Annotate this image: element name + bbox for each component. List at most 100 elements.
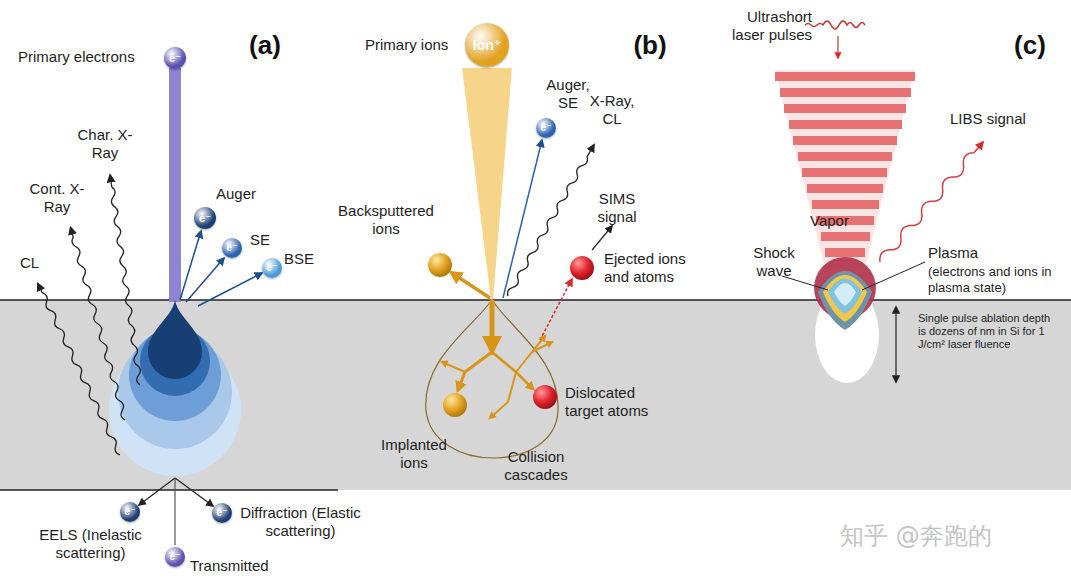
signal-label: LIBS signal [950, 110, 1050, 128]
laser-beam [775, 70, 915, 268]
node-text: e⁻ [169, 53, 181, 64]
implanted-ion [443, 393, 467, 417]
panel-letter: (a) [240, 30, 290, 61]
cascade-volume [426, 300, 558, 458]
signal-label: CL [20, 254, 50, 272]
laser-stripes [775, 72, 915, 257]
laser-stripe [789, 120, 902, 129]
substrate [0, 300, 1071, 490]
node-text: e⁻ [267, 263, 278, 273]
shock-wave [818, 271, 872, 330]
eels-arrow [139, 478, 175, 505]
particle-label: Backsputtered ions [330, 202, 442, 238]
signal-label: SE [250, 231, 280, 249]
signal-label: Auger [216, 185, 276, 203]
signal-label: Diffraction (Elastic scattering) [228, 504, 373, 540]
laser-stripe [821, 232, 870, 241]
signal-label: SIMS signal [588, 190, 646, 226]
beam-label: Primary ions [365, 36, 465, 54]
plasma-core [828, 279, 862, 315]
plasma-layer [823, 275, 867, 322]
cascade-track [442, 362, 465, 372]
panel-letter: (b) [625, 30, 675, 61]
cascade-track [490, 372, 516, 418]
laser-stripe [798, 152, 892, 161]
beam-label: Primary electrons [18, 48, 158, 66]
interaction-volume [148, 300, 202, 379]
node-text: Ion⁺ [473, 38, 501, 52]
cascade-track [516, 342, 552, 372]
laser-stripe [802, 168, 887, 177]
electron-beam [169, 68, 181, 302]
depth-note: Single pulse ablation depth is dozens of… [918, 312, 1053, 352]
signal-label: Auger, SE [540, 76, 596, 112]
laser-pulse [805, 21, 865, 29]
particle-label: Dislocated target atoms [565, 384, 665, 420]
backsputtered-ion [428, 253, 452, 277]
node-text: e⁻ [227, 243, 238, 253]
depth-arrow [895, 307, 896, 382]
xray-wave [506, 143, 596, 297]
signal-label: Transmitted [190, 557, 290, 575]
electron-ball: e⁻ [536, 118, 556, 138]
laser-stripe [812, 200, 879, 209]
beam-label: Ultrashort laser pulses [712, 8, 812, 44]
ion-ball: Ion⁺ [465, 23, 509, 67]
laser-stripe [793, 136, 897, 145]
cascade-track [532, 336, 545, 352]
xray-wave [68, 227, 127, 421]
pulse-arrow [837, 36, 838, 58]
process-label: Collision cascades [494, 448, 578, 484]
laser-stripe [825, 248, 865, 257]
laser-stripe [807, 184, 883, 193]
particle-label: Ejected ions and atoms [604, 250, 709, 286]
region-label: Shock wave [748, 244, 800, 280]
backsputter-arrow [452, 273, 490, 298]
electron-ball: e⁻ [262, 258, 282, 278]
node-text: e⁻ [199, 213, 211, 224]
diffraction-arrow [175, 478, 213, 506]
dislocated-atom [533, 385, 557, 409]
ejection-arrow [540, 279, 572, 340]
node-text: e⁻ [125, 507, 136, 517]
auger-se-arrow [503, 140, 542, 298]
thin-film-bottom [0, 489, 338, 490]
laser-stripe [775, 72, 915, 81]
watermark: 知乎 @奔跑的 [840, 522, 1065, 551]
particle-label: Implanted ions [372, 436, 456, 472]
node-text: e⁻ [170, 552, 181, 562]
region-note: (electrons and ions in plasma state) [928, 264, 1058, 295]
plasma-core [834, 283, 856, 306]
signal-label: Char. X-Ray [76, 126, 134, 162]
signal-label: EELS (Inelastic scattering) [8, 526, 173, 562]
node-text: e⁻ [541, 123, 552, 133]
node-text: e⁻ [217, 508, 228, 518]
ejected-atom [570, 256, 594, 280]
electron-ball: e⁻ [222, 238, 242, 258]
bse-arrow [198, 273, 262, 306]
signal-label: X-Ray, CL [583, 92, 641, 128]
electron-ball: e⁻ [165, 547, 185, 567]
cascade-track [490, 300, 495, 350]
panel-letter: (c) [1005, 30, 1055, 61]
electron-ball: e⁻ [120, 502, 140, 522]
ion-beam [462, 68, 512, 300]
xray-wave [108, 175, 143, 386]
cl-wave [36, 283, 123, 457]
laser-stripe [780, 88, 911, 97]
electron-ball: e⁻ [194, 207, 216, 229]
signal-label: Cont. X-Ray [28, 180, 86, 216]
electron-ball: e⁻ [212, 503, 232, 523]
leader-line [862, 262, 925, 290]
region-label: Vapor [810, 212, 860, 230]
auger-arrow [180, 231, 201, 300]
sims-arrow [592, 226, 612, 250]
laser-stripe [784, 104, 906, 113]
transmitted-line [174, 478, 175, 545]
surface-line [0, 299, 1071, 300]
electron-ball: e⁻ [164, 47, 186, 69]
signal-label: BSE [284, 250, 324, 268]
region-label: Plasma [928, 244, 1008, 262]
